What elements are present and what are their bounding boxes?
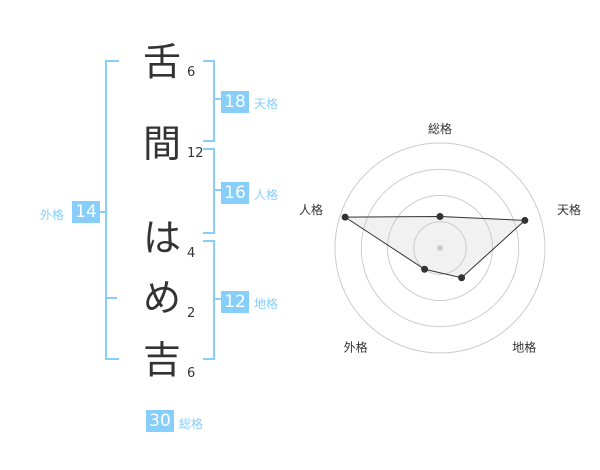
radar-ring-2 [387,195,493,301]
tenkaku-label: 天格 [254,97,279,111]
radar-axis-label-1: 総格 [428,121,452,136]
jinkaku-bracket-tick [213,189,221,191]
name-char-2: 間 [142,122,181,166]
stroke-count-5: 6 [187,366,196,381]
radar-ring-4 [334,142,546,354]
chikaku-label: 地格 [254,297,279,311]
stroke-count-3: 4 [187,246,196,261]
radar-point-1 [436,213,444,220]
jinkaku-badge: 16 [221,182,249,204]
radar-ring-1 [413,221,467,275]
chikaku-bracket [203,240,215,360]
chikaku-bracket-tick [213,298,221,300]
jinkaku-bracket [203,148,215,234]
radar-axis-label-5: 人格 [299,202,323,217]
radar-point-4 [421,265,429,273]
radar-data-polygon [343,215,527,279]
radar-ring-3 [360,168,520,328]
tenkaku-bracket-tick [213,98,221,100]
radar-axis-label-3: 地格 [512,340,536,355]
soukaku-label: 総格 [179,417,204,431]
name-char-5: 吉 [142,338,181,382]
tenkaku-bracket [203,60,215,142]
radar-point-5 [341,213,349,221]
gaikaku-badge: 14 [72,201,100,223]
chikaku-badge: 12 [221,291,249,313]
gaikaku-bracket-split-tick [105,297,117,299]
gaikaku-bracket [105,60,119,360]
radar-center-dot [437,245,443,251]
radar-axis-label-4: 外格 [344,340,368,355]
tenkaku-badge: 18 [221,91,249,113]
gaikaku-label: 外格 [40,208,65,222]
radar-point-2 [521,216,529,224]
radar-point-3 [458,274,466,282]
stroke-count-2: 12 [187,146,204,161]
name-char-1: 舌 [142,40,181,84]
soukaku-badge: 30 [146,410,174,432]
stroke-count-1: 6 [187,65,196,80]
name-char-4: め [142,276,181,320]
name-char-3: は [142,216,181,260]
stroke-count-4: 2 [187,306,196,321]
radar-axis-label-2: 天格 [557,202,581,217]
jinkaku-label: 人格 [254,188,279,202]
